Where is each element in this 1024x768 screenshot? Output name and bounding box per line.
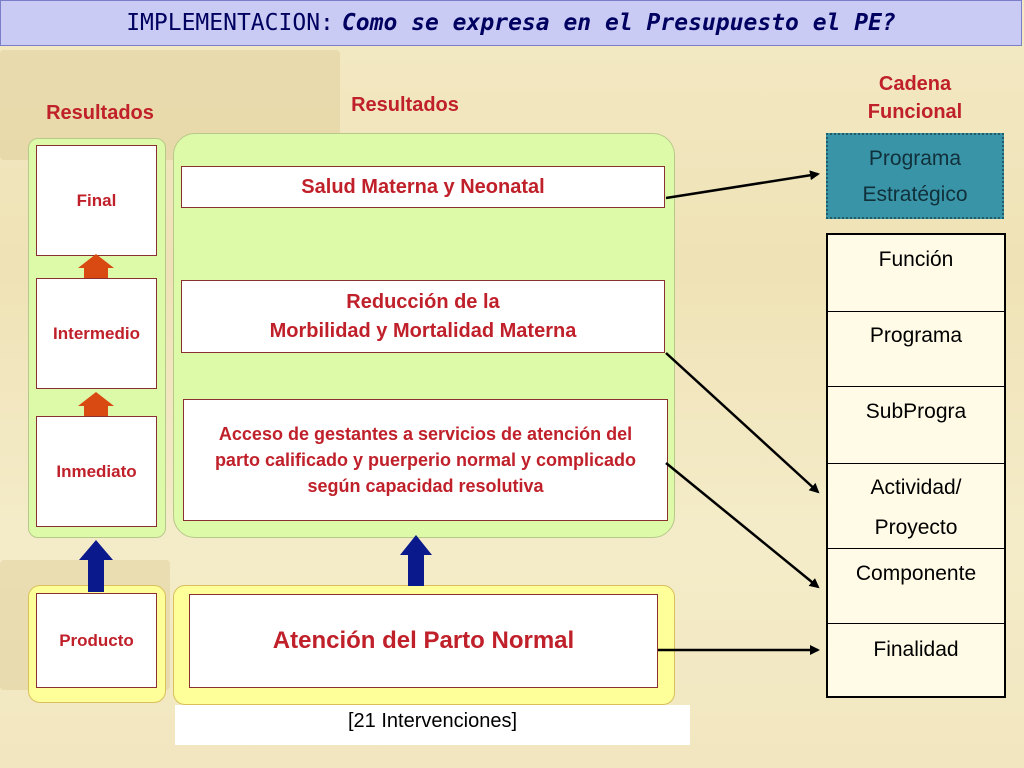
footer-background [175,705,690,745]
cf-separator [828,623,1004,624]
programa-estrategico-line1: Programa [868,147,962,170]
up-arrow-icon [400,535,432,586]
result-acceso-gestantes: Acceso de gestantes a servicios de atenc… [183,399,668,521]
left-header: Resultados [46,102,154,124]
level-producto: Producto [36,593,157,688]
up-arrow-icon [79,540,113,592]
cf-proyecto: Proyecto [874,516,958,539]
cadena-funcional-line1: Cadena [878,73,952,95]
cf-separator [828,548,1004,549]
programa-estrategico-box: Programa Estratégico [826,133,1004,219]
title-prefix: IMPLEMENTACION: [126,10,334,36]
programa-estrategico-line2: Estratégico [862,183,968,206]
cadena-funcional-line2: Funcional [867,101,963,123]
connector-arrow [665,170,820,200]
product-atencion-parto: Atención del Parto Normal [189,594,658,688]
connector-arrow [665,462,820,589]
level-inmediato: Inmediato [36,416,157,527]
cadena-funcional-table: Función Programa SubProgra Actividad/ Pr… [826,233,1006,698]
cf-separator [828,386,1004,387]
slide-title: IMPLEMENTACION: Como se expresa en el Pr… [0,0,1022,46]
result-reduccion-text: Reducción de la Morbilidad y Mortalidad … [269,290,577,342]
level-final: Final [36,145,157,256]
result-acceso-text: Acceso de gestantes a servicios de atenc… [214,424,637,496]
cf-finalidad: Finalidad [873,638,959,661]
result-reduccion-morbilidad: Reducción de la Morbilidad y Mortalidad … [181,280,665,353]
cf-actividad: Actividad/ [870,476,962,499]
up-arrow-icon [78,254,114,278]
cf-funcion: Función [878,248,954,271]
title-main: Como se expresa en el Presupuesto el PE? [341,10,896,36]
up-arrow-icon [78,392,114,416]
cf-separator [828,463,1004,464]
cf-separator [828,311,1004,312]
interventions-count: [21 Intervenciones] [348,710,517,732]
cf-subprograma: SubProgra [865,400,967,423]
connector-arrow [665,352,820,494]
center-header: Resultados [351,94,459,116]
level-intermedio: Intermedio [36,278,157,389]
cadena-funcional-header: Cadena Funcional [840,70,990,126]
cf-componente: Componente [855,562,977,585]
result-salud-materna: Salud Materna y Neonatal [181,166,665,208]
cf-programa: Programa [869,324,963,347]
